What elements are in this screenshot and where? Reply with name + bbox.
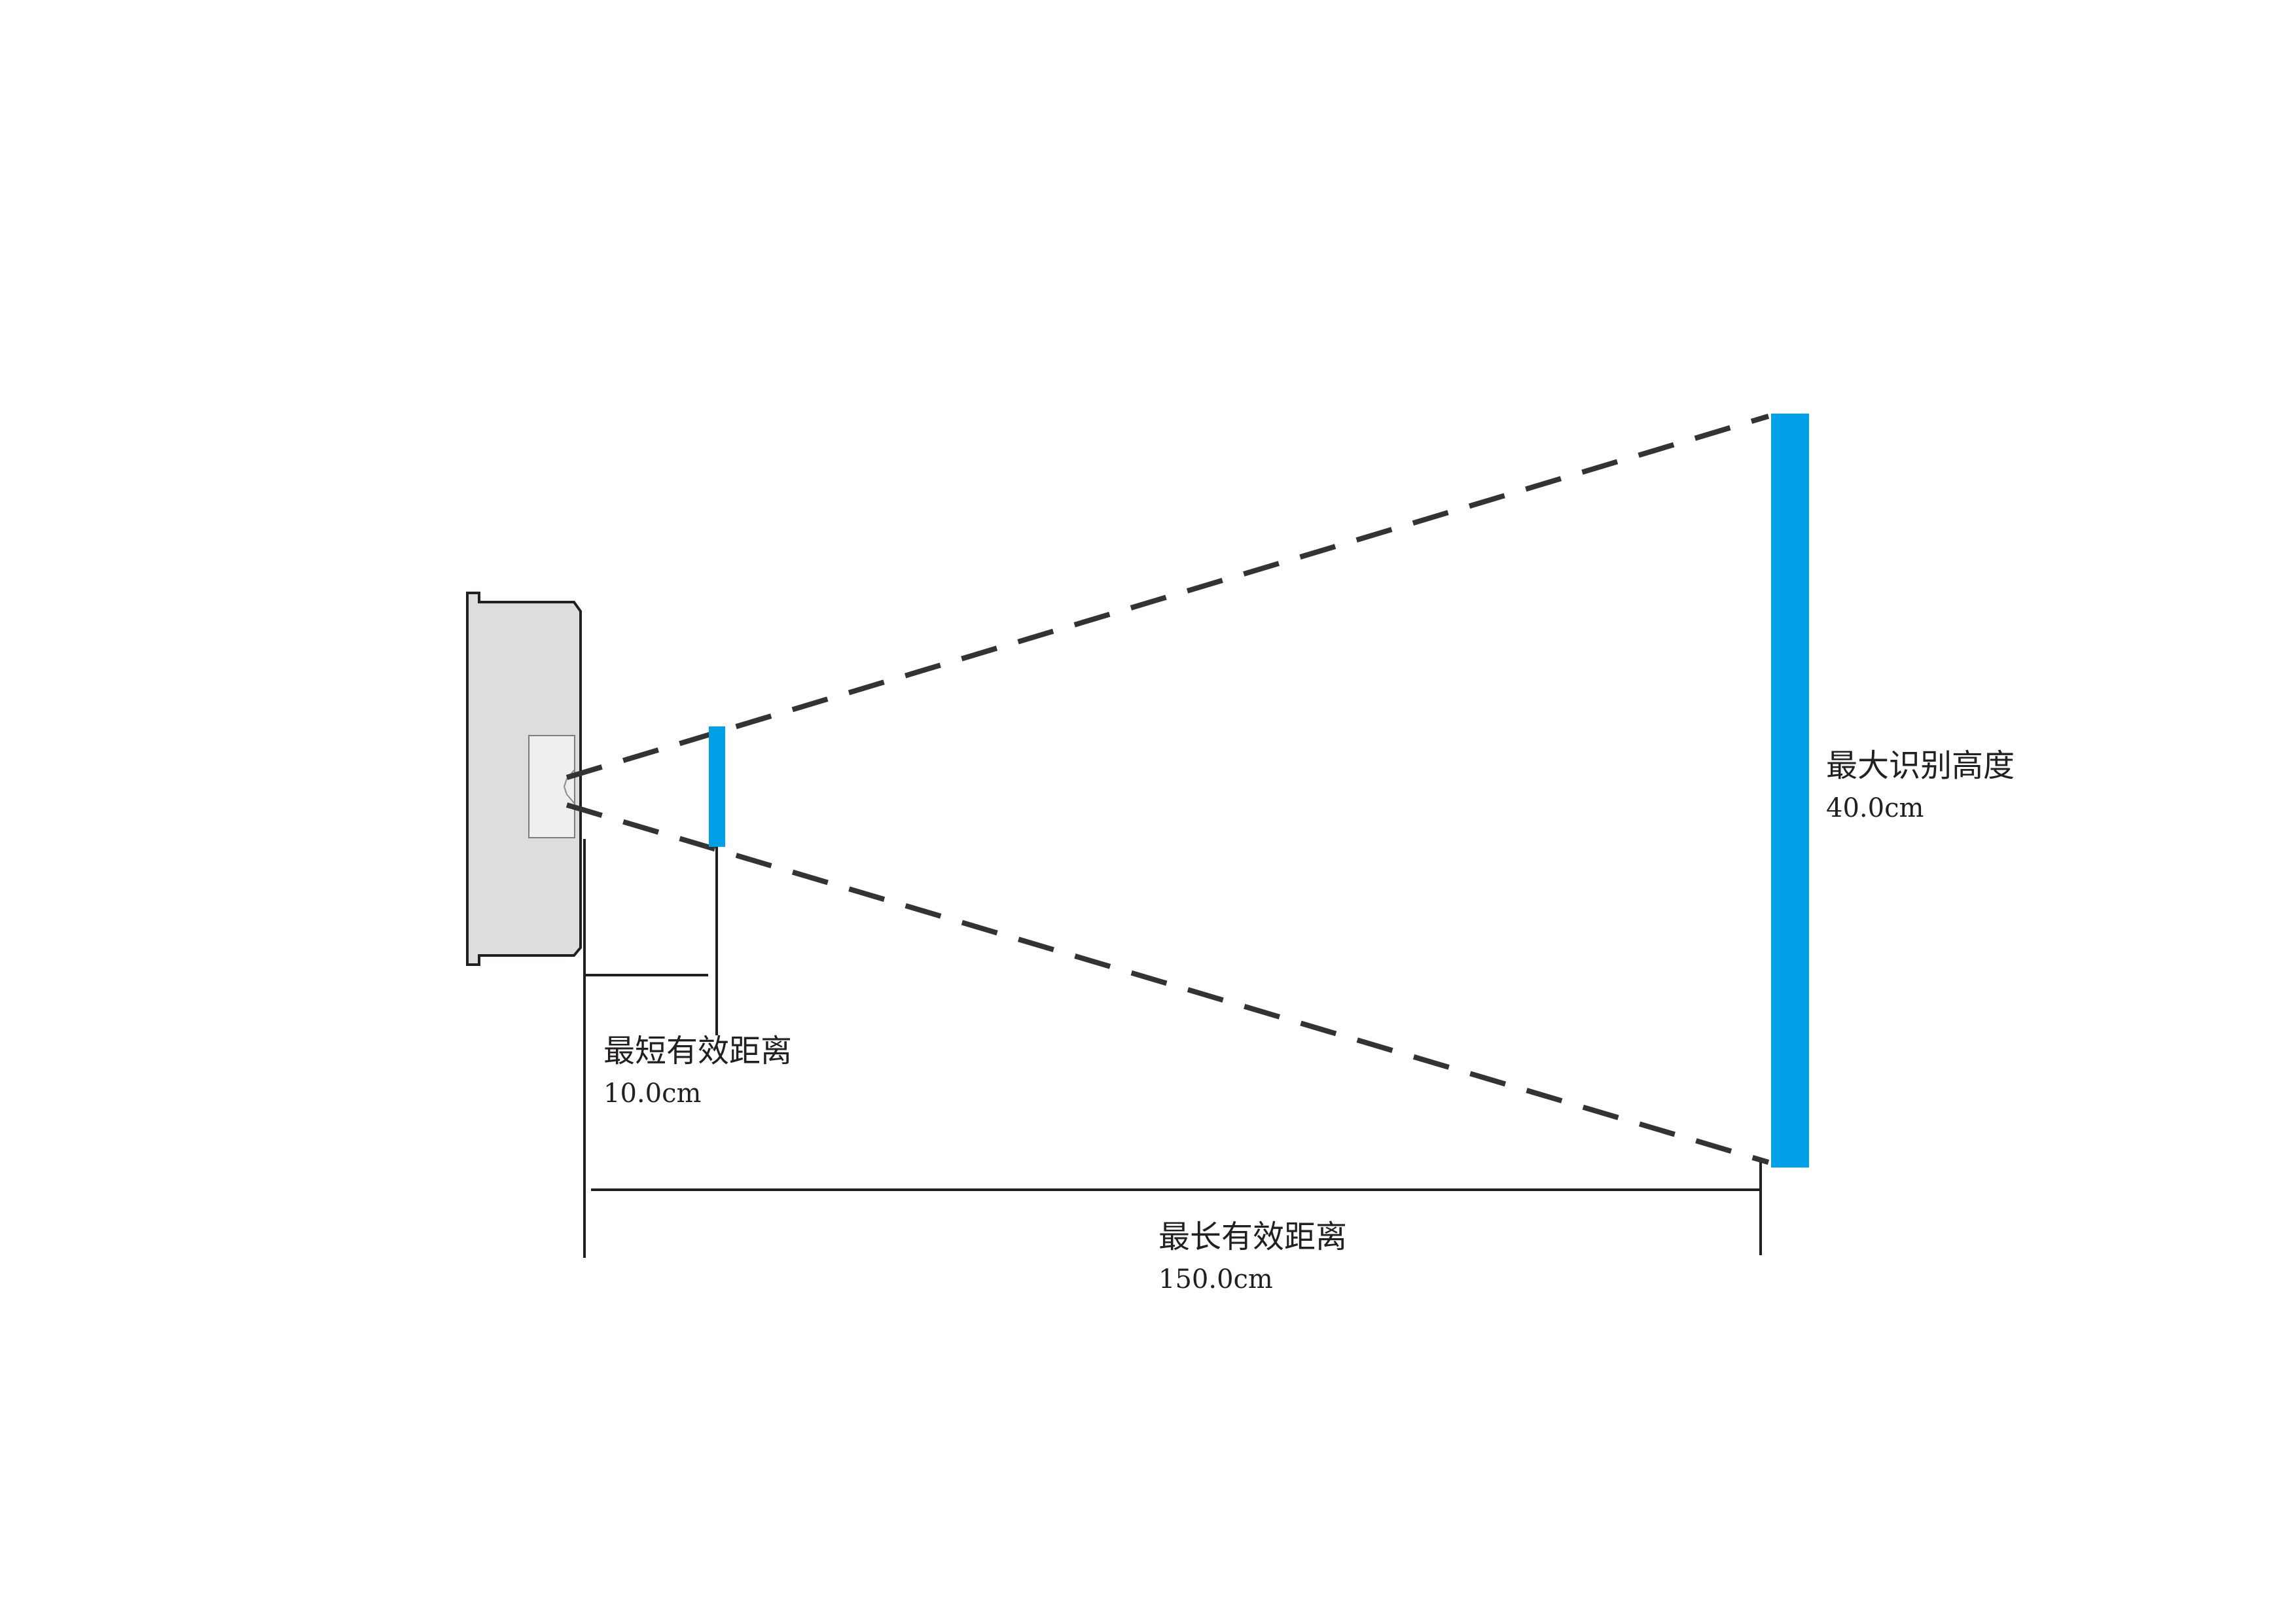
beam-lower-line — [565, 802, 1770, 1165]
near-target-bar — [709, 726, 725, 847]
max-height-value: 40.0cm — [1826, 793, 1924, 823]
min-distance-dimension — [583, 839, 718, 1258]
barcode-scanner-icon — [466, 592, 582, 966]
scan-beam — [565, 414, 1770, 1165]
min-distance-title: 最短有效距离 — [603, 1033, 792, 1069]
max-distance-dimension — [591, 1162, 1762, 1255]
beam-upper-line — [565, 414, 1770, 780]
max-height-title: 最大识别高度 — [1826, 747, 2015, 784]
min-distance-value: 10.0cm — [603, 1079, 701, 1109]
max-distance-title: 最长有效距离 — [1158, 1219, 1347, 1255]
scanner-body — [466, 592, 582, 966]
scanner-window — [528, 735, 575, 838]
far-target-bar — [1771, 414, 1809, 1168]
max-distance-value: 150.0cm — [1158, 1264, 1273, 1294]
